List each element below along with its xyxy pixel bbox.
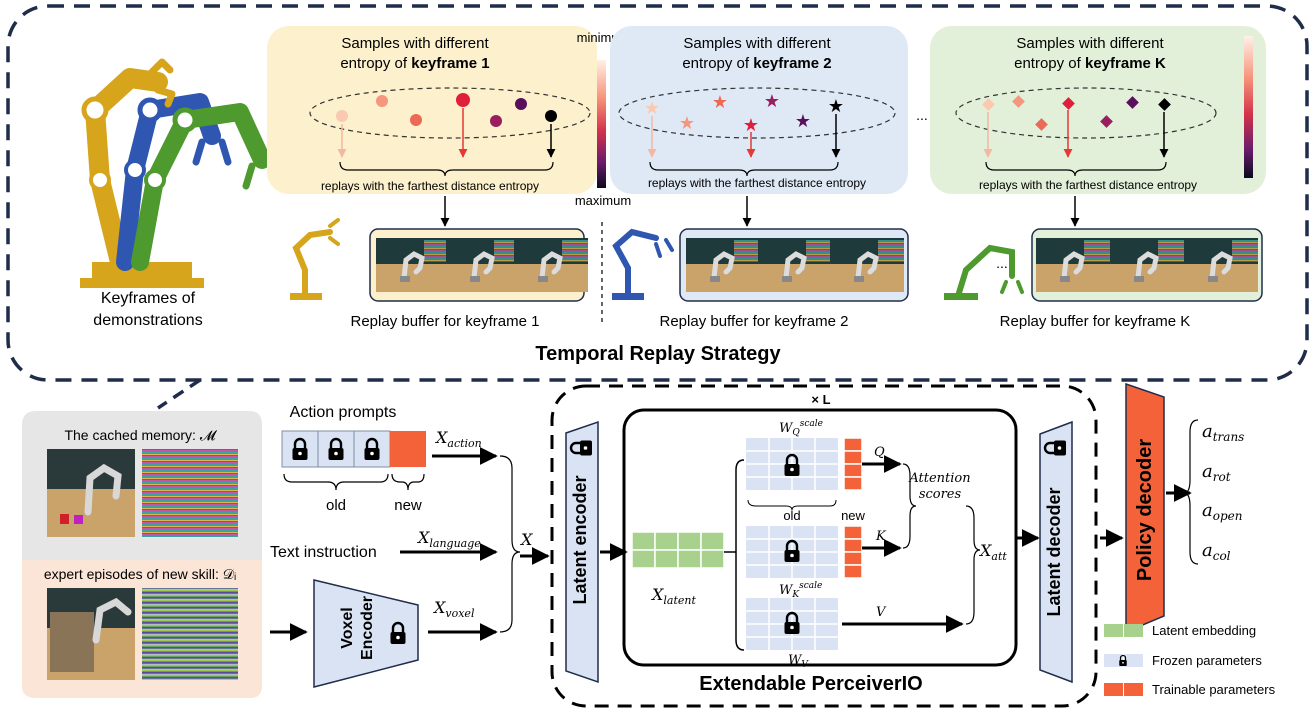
scale-maximum: maximum xyxy=(575,193,631,208)
perceiver-region xyxy=(550,384,1098,708)
panel3-line1: Samples with different xyxy=(1016,35,1164,52)
output-open: aopen xyxy=(1202,500,1242,523)
cached-memory-label: The cached memory: 𝓜 xyxy=(64,427,217,443)
x-att-label: Xatt xyxy=(978,541,1007,563)
wq-label: WQscale xyxy=(779,419,823,438)
text-instruction-label: Text instruction xyxy=(270,544,377,561)
times-l-label: × L xyxy=(811,392,830,407)
perceiver-title: Extendable PerceiverIO xyxy=(699,673,922,695)
old-label: old xyxy=(326,497,346,514)
perceiver-new-label: new xyxy=(841,508,865,523)
entropy-colorbar-k xyxy=(1244,36,1253,178)
policy-decoder-label: Policy decoder xyxy=(1134,439,1156,581)
sample-ellipse-1 xyxy=(309,87,591,139)
panel1-line1: Samples with different xyxy=(341,35,489,52)
svg-text:★: ★ xyxy=(764,91,780,111)
latent-encoder-label: Latent encoder xyxy=(570,475,590,604)
wv-label: WV xyxy=(788,653,809,670)
perceiver-old-label: old xyxy=(783,508,800,523)
sample-ellipse-2 xyxy=(618,87,896,139)
latent-decoder-block xyxy=(1039,420,1073,684)
x-voxel-label: Xvoxel xyxy=(432,598,475,620)
samples-keyframe-1 xyxy=(336,93,557,127)
v-label: V xyxy=(876,605,887,620)
svg-text:★: ★ xyxy=(743,115,759,135)
action-prompts-label: Action prompts xyxy=(290,404,397,421)
k-label: K xyxy=(875,529,887,544)
panel3-replay-text: replays with the farthest distance entro… xyxy=(979,178,1197,192)
wk-label: WKscale xyxy=(779,581,822,600)
x-language-label: Xlanguage xyxy=(416,528,481,550)
panel-keyframe-1 xyxy=(267,26,597,194)
svg-text:★: ★ xyxy=(795,111,811,131)
x-latent-grid xyxy=(631,531,725,569)
small-robot-blue-icon xyxy=(612,228,674,300)
attention-label-1: Attention xyxy=(908,471,970,486)
legend-frozen: Frozen parameters xyxy=(1152,653,1262,668)
cached-memory-scene xyxy=(47,449,135,537)
robot-arms-icon xyxy=(80,58,282,288)
small-robot-green-icon xyxy=(944,244,1024,300)
buffer-k-caption: Replay buffer for keyframe K xyxy=(1000,313,1191,330)
panel-keyframe-k xyxy=(930,26,1266,194)
voxel-encoder-line2: Encoder xyxy=(359,596,376,660)
panel3-line2: entropy of keyframe K xyxy=(1014,55,1166,72)
wk-trainable-column xyxy=(843,525,863,579)
buffer-1-caption: Replay buffer for keyframe 1 xyxy=(351,313,540,330)
output-col: acol xyxy=(1202,540,1231,563)
keyframes-caption-line2: demonstrations xyxy=(93,312,202,329)
attention-label-2: scores xyxy=(919,487,962,502)
legend-trainable: Trainable parameters xyxy=(1152,682,1276,697)
temporal-replay-title: Temporal Replay Strategy xyxy=(535,343,781,365)
svg-text:★: ★ xyxy=(828,96,844,116)
latent-encoder-block xyxy=(565,420,599,684)
ellipsis-top: ... xyxy=(916,107,928,123)
output-trans: atrans xyxy=(1202,421,1244,444)
x-action-label: Xaction xyxy=(434,428,482,450)
panel2-line1: Samples with different xyxy=(683,35,831,52)
svg-text:★: ★ xyxy=(644,98,660,118)
expert-episode-scene xyxy=(47,588,135,680)
x-label: X xyxy=(519,530,533,549)
keyframes-caption-line1: Keyframes of xyxy=(101,290,196,307)
latent-decoder-label: Latent decoder xyxy=(1044,487,1064,616)
legend-latent: Latent embedding xyxy=(1152,623,1256,638)
entropy-colorbar-1 xyxy=(597,60,606,188)
legend: Latent embedding Frozen parameters Train… xyxy=(1104,623,1276,697)
region-connector xyxy=(157,378,201,410)
sample-ellipse-3 xyxy=(955,87,1217,139)
temporal-replay-region xyxy=(6,4,1309,382)
svg-text:★: ★ xyxy=(679,113,695,133)
small-robot-yellow-icon xyxy=(290,218,340,300)
buffer-2-caption: Replay buffer for keyframe 2 xyxy=(660,313,849,330)
svg-text:★: ★ xyxy=(712,92,728,112)
cached-memory-voxel xyxy=(142,449,238,537)
samples-keyframe-2: ★ ★ ★ ★ ★ ★ ★ xyxy=(644,91,844,135)
panel1-replay-text: replays with the farthest distance entro… xyxy=(321,179,539,193)
q-label: Q xyxy=(874,445,885,460)
panel2-line2: entropy of keyframe 2 xyxy=(682,55,831,72)
expert-episode-voxel xyxy=(142,588,238,680)
voxel-encoder-line1: Voxel xyxy=(339,607,356,649)
expert-episodes-label: expert episodes of new skill: 𝒟ᵢ xyxy=(44,566,236,582)
panel2-replay-text: replays with the farthest distance entro… xyxy=(648,176,866,190)
wq-trainable-column xyxy=(843,437,863,491)
x-latent-label: Xlatent xyxy=(650,585,696,607)
output-rot: arot xyxy=(1202,461,1231,484)
voxel-encoder-block xyxy=(313,579,419,688)
panel1-line2: entropy of keyframe 1 xyxy=(340,55,489,72)
policy-decoder-block xyxy=(1125,382,1165,634)
new-label: new xyxy=(394,497,422,514)
action-prompt-tokens xyxy=(281,430,426,468)
ellipsis-bottom: ... xyxy=(996,255,1008,271)
